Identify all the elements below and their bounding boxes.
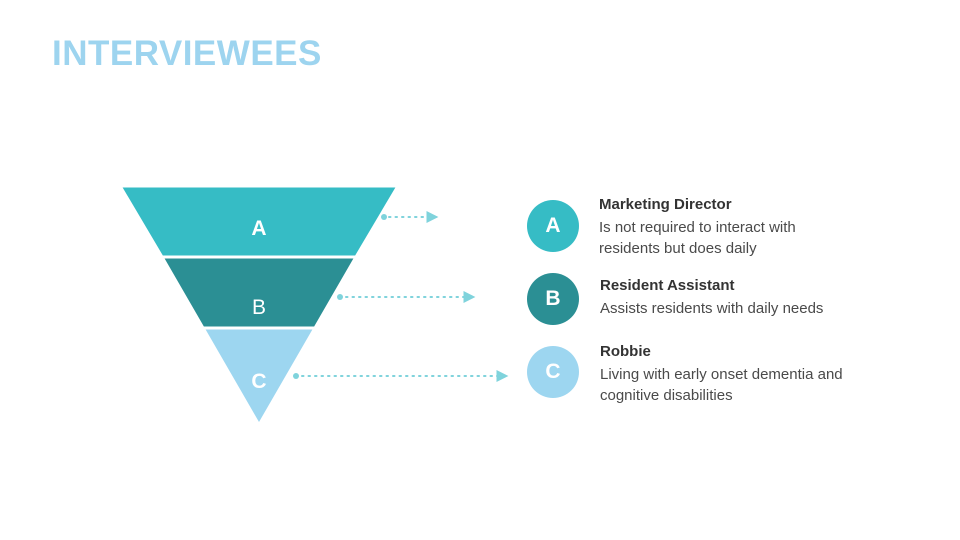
entry-b-description: Assists residents with daily needs (600, 300, 824, 317)
funnel-tier-c (200, 326, 318, 429)
entry-a-title: Marketing Director (599, 196, 732, 213)
connector-a (381, 211, 439, 223)
connector-c (293, 370, 509, 382)
connector-b (337, 291, 476, 303)
entry-a-description: Is not required to interact with residen… (599, 219, 796, 257)
entry-c-description: Living with early onset dementia and cog… (600, 366, 843, 404)
entry-c-title: Robbie (600, 343, 651, 360)
entry-b: Resident Assistant Assists residents wit… (600, 276, 900, 319)
badge-c: C (527, 346, 579, 398)
funnel-tier-b-label: B (252, 296, 266, 319)
funnel-tier-a-label: A (251, 217, 266, 240)
badge-a: A (527, 200, 579, 252)
entry-c: Robbie Living with early onset dementia … (600, 342, 900, 406)
entry-b-title: Resident Assistant (600, 277, 735, 294)
entry-a: Marketing Director Is not required to in… (599, 195, 899, 259)
funnel-tier-c-label: C (251, 370, 266, 393)
page-title: INTERVIEWEES (52, 34, 322, 73)
badge-b: B (527, 273, 579, 325)
